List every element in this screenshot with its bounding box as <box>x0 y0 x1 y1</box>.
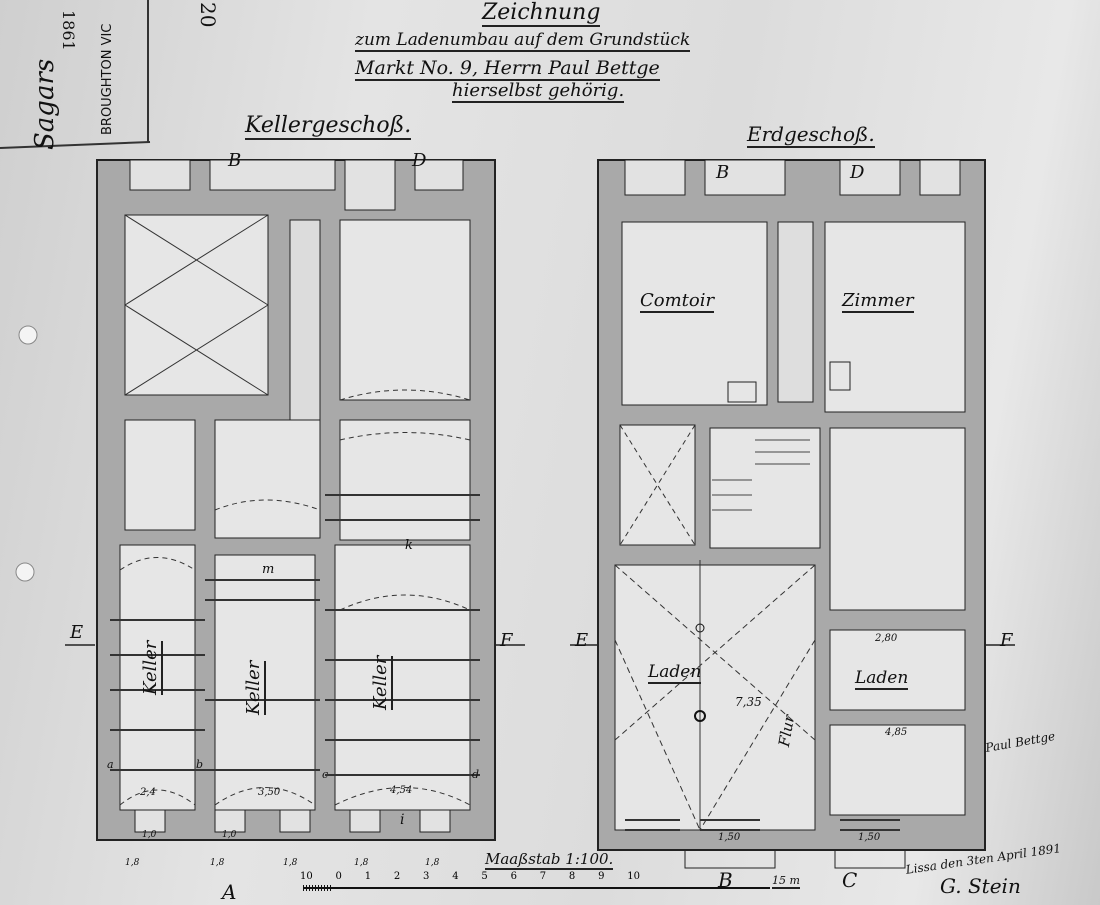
dimension-label: 4,85 <box>885 727 908 738</box>
dimension-label: 1,8 <box>283 858 298 868</box>
scale-tick: 2 <box>393 871 401 882</box>
bottom-mark-b: B <box>718 868 733 892</box>
comtoir-room <box>621 221 768 406</box>
section-mark-d: D <box>412 150 427 171</box>
laden-flur-room <box>614 564 816 831</box>
scale-label: Maaßstab 1:100. <box>485 850 614 870</box>
point-i: i <box>400 812 405 828</box>
room-label-keller: Keller <box>243 660 266 715</box>
dimension-label: 7,35 <box>735 695 762 709</box>
scale-tick: 3 <box>423 871 430 882</box>
zimmer-room <box>824 221 966 413</box>
section-mark-e: E <box>575 630 589 651</box>
dimension-label: 2,4 <box>140 787 156 798</box>
point-b: b <box>196 758 204 771</box>
scale-tick: 5 <box>481 871 488 882</box>
basement-plan <box>96 159 496 841</box>
scale-end-label: 15 m <box>772 874 800 889</box>
dimension-label: 1,8 <box>210 858 225 868</box>
room-label-laden: Laden <box>855 668 909 690</box>
title-line-3: hierselbst gehörig. <box>452 80 625 103</box>
scale-tick: 6 <box>510 871 517 882</box>
vaulted-room <box>124 214 269 396</box>
point-m: m <box>262 562 275 577</box>
section-mark-f: F <box>500 630 513 651</box>
scale-tick: 1 <box>364 871 372 882</box>
title-line-2: Markt No. 9, Herrn Paul Bettge <box>355 57 660 81</box>
stamp-number: 20 <box>196 2 220 28</box>
basement-title: Kellergeschoß. <box>245 113 412 140</box>
section-mark-f: F <box>1000 630 1013 651</box>
stairs <box>344 159 396 211</box>
section-mark-e: E <box>70 622 84 643</box>
dimension-label: 1,50 <box>858 832 881 843</box>
room-label-keller: Keller <box>140 640 163 695</box>
room-label-zimmer: Zimmer <box>842 290 914 313</box>
dimension-label: 1,8 <box>425 858 440 868</box>
section-mark-b: B <box>228 150 242 171</box>
title-heading: Zeichnung <box>482 0 601 27</box>
room-label-laden: Laden <box>648 662 702 684</box>
keller-room-3 <box>334 544 471 811</box>
dimension-label: 1,8 <box>125 858 140 868</box>
dimension-label: 1,0 <box>142 830 157 840</box>
scale-tick: 8 <box>568 871 576 882</box>
dimension-label: 4,54 <box>390 785 413 796</box>
dimension-label: 1,50 <box>718 832 741 843</box>
room-label-keller: Keller <box>370 655 393 710</box>
keller-room-2 <box>214 554 316 811</box>
point-a: a <box>107 758 114 771</box>
keller-room-1 <box>119 544 196 811</box>
scale-tick: 7 <box>539 871 547 882</box>
scale-tick: 9 <box>598 871 605 882</box>
dimension-label: 1,0 <box>222 830 237 840</box>
stamp <box>0 0 151 149</box>
scale-tick: 10 <box>300 871 313 882</box>
scale-tick: 10 <box>627 871 640 882</box>
laden-room <box>829 629 966 711</box>
ground-floor-title: Erdgeschoß. <box>747 122 875 148</box>
staircase <box>709 427 821 549</box>
scale-tick: 0 <box>335 871 342 882</box>
ground-floor-plan <box>597 159 986 869</box>
point-c: c <box>322 768 329 781</box>
punch-hole <box>15 562 35 582</box>
bottom-mark-a: A <box>222 880 237 904</box>
section-mark-d: D <box>850 162 865 183</box>
dimension-label: 3,50 <box>258 787 281 798</box>
stamp-text: BROUGHTON VIC <box>100 23 115 135</box>
scale-ticks: 10 0 1 2 3 4 5 6 7 8 9 10 <box>300 871 640 882</box>
architect-signature: G. Stein <box>940 874 1021 898</box>
section-mark-b: B <box>716 162 730 183</box>
title-line-1: zum Ladenumbau auf dem Grundstück <box>355 30 691 52</box>
point-k: k <box>405 538 413 553</box>
stamp-name: Sagars <box>30 58 60 150</box>
stamp-year: 1861 <box>59 10 78 51</box>
punch-hole <box>18 325 38 345</box>
dimension-label: 2,80 <box>875 633 898 644</box>
dimension-label: 1,8 <box>354 858 369 868</box>
scale-tick: 4 <box>452 871 459 882</box>
room-label-comtoir: Comtoir <box>640 290 715 313</box>
point-d: d <box>472 768 480 781</box>
bottom-mark-c: C <box>842 868 858 892</box>
